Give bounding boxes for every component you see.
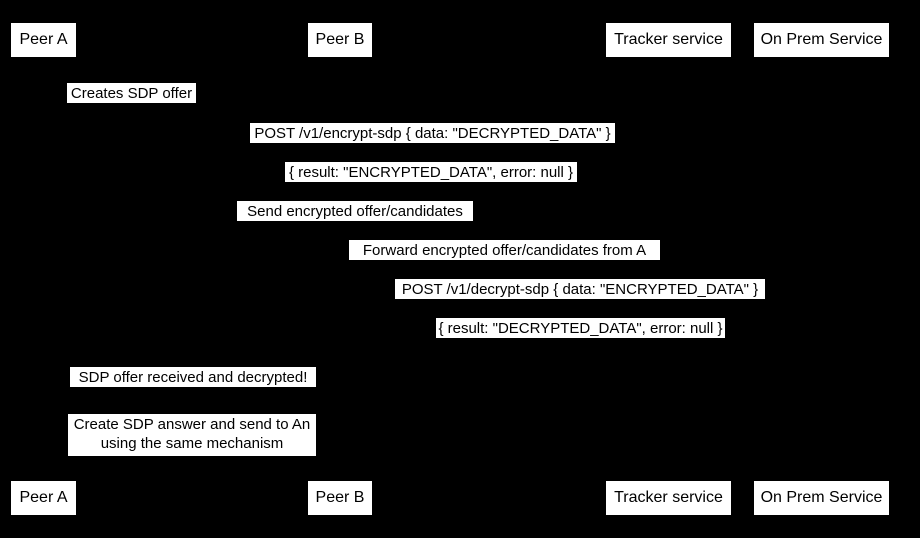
message-arrowhead-m5	[340, 258, 347, 266]
message-path-m4	[43, 223, 668, 224]
message-path-m5	[340, 262, 668, 263]
participant-label-on-prem-top: On Prem Service	[760, 31, 883, 48]
message-path-m6	[340, 301, 821, 302]
lifeline-tracker	[668, 58, 669, 480]
participant-box-tracker-bottom[interactable]: Tracker service	[605, 480, 732, 516]
message-arrowhead-m4	[661, 219, 668, 227]
message-path-m8	[340, 364, 365, 392]
participant-box-peer-a-bottom[interactable]: Peer A	[10, 480, 77, 516]
participant-label-tracker-top: Tracker service	[614, 31, 723, 48]
message-arrowhead-m6	[814, 297, 821, 305]
message-path-m7	[340, 340, 821, 341]
participant-label-peer-b-bottom: Peer B	[315, 489, 365, 506]
lifeline-on-prem	[821, 58, 822, 480]
message-label-create-sdp-answer: Create SDP answer and send to An using t…	[68, 414, 316, 456]
lifeline-peer-b	[340, 58, 341, 480]
participant-box-on-prem-top[interactable]: On Prem Service	[753, 22, 890, 58]
message-arrowhead-m2	[814, 141, 821, 149]
message-label-post-encrypt-sdp: POST /v1/encrypt-sdp { data: "DECRYPTED_…	[250, 123, 615, 143]
participant-label-peer-a-top: Peer A	[19, 31, 68, 48]
message-label-sdp-offer-received: SDP offer received and decrypted!	[70, 367, 316, 387]
message-path-m2	[43, 145, 821, 146]
lifeline-peer-a	[43, 58, 44, 480]
message-path-m9	[43, 458, 340, 459]
participant-label-peer-b-top: Peer B	[315, 31, 365, 48]
message-arrowhead-m8	[340, 386, 347, 394]
participant-label-peer-a-bottom: Peer A	[19, 489, 68, 506]
message-path-m3	[43, 184, 821, 185]
participant-label-tracker-bottom: Tracker service	[614, 489, 723, 506]
message-label-post-decrypt-sdp: POST /v1/decrypt-sdp { data: "ENCRYPTED_…	[395, 279, 765, 299]
message-label-result-decrypted-data: { result: "DECRYPTED_DATA", error: null …	[436, 318, 725, 338]
participant-box-tracker-top[interactable]: Tracker service	[605, 22, 732, 58]
participant-box-peer-b-bottom[interactable]: Peer B	[307, 480, 373, 516]
message-arrowhead-m3	[43, 180, 50, 188]
message-label-creates-sdp-offer: Creates SDP offer	[67, 83, 196, 103]
participant-box-peer-a-top[interactable]: Peer A	[10, 22, 77, 58]
message-label-result-encrypted-data: { result: "ENCRYPTED_DATA", error: null …	[285, 162, 577, 182]
message-label-forward-encrypted-offer: Forward encrypted offer/candidates from …	[349, 240, 660, 260]
message-arrowhead-m9	[43, 454, 50, 462]
message-label-send-encrypted-offer: Send encrypted offer/candidates	[237, 201, 473, 221]
message-arrowhead-m7	[340, 336, 347, 344]
participant-label-on-prem-bottom: On Prem Service	[760, 489, 883, 506]
message-arrowhead-m1	[43, 102, 50, 110]
participant-box-on-prem-bottom[interactable]: On Prem Service	[753, 480, 890, 516]
participant-box-peer-b-top[interactable]: Peer B	[307, 22, 373, 58]
